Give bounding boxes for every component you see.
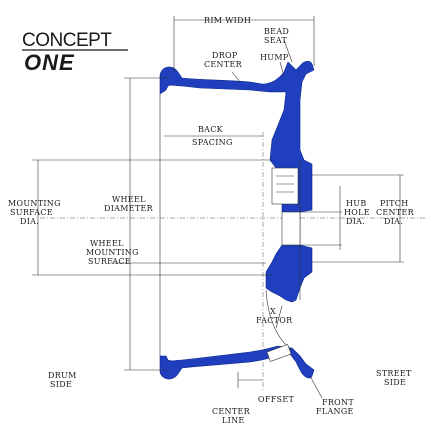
wheel-mounting-surface-label-3: SURFACE bbox=[88, 257, 131, 266]
hub-lower bbox=[265, 244, 313, 303]
hub-hole-dia-label-3: DIA. bbox=[346, 217, 365, 226]
hub-hole-dia-label-1: HUB bbox=[346, 199, 367, 208]
drum-side-label-1: DRUM bbox=[48, 371, 77, 380]
logo-line1: CONCEPT bbox=[22, 30, 112, 51]
wheel-mounting-surface-label-1: WHEEL bbox=[90, 239, 124, 248]
drop-center-label-1: DROP bbox=[212, 51, 238, 60]
back-spacing-label-1: BACK bbox=[198, 125, 224, 134]
inboard-flange-top bbox=[159, 60, 315, 213]
hump-leader bbox=[279, 61, 285, 77]
front-flange-label-1: FRONT bbox=[322, 398, 354, 407]
pitch-center-dia-label-3: DIA. bbox=[384, 217, 403, 226]
hump-label: HUMP bbox=[260, 53, 289, 62]
mounting-surface-dia-label-3: DIA. bbox=[20, 217, 39, 226]
logo-line2: ONE bbox=[24, 50, 75, 75]
bead-seat-leader bbox=[283, 39, 293, 63]
front-flange-label-2: FLANGE bbox=[316, 407, 354, 416]
wheel-diameter-label-1: WHEEL bbox=[112, 195, 146, 204]
offset-label: OFFSET bbox=[258, 395, 294, 404]
pitch-center-dia-label-2: CENTER bbox=[376, 208, 415, 217]
back-spacing-label-2: SPACING bbox=[192, 138, 233, 147]
pitch-center-dia-label-1: PITCH bbox=[380, 199, 408, 208]
bead-seat-label-1: BEAD bbox=[264, 27, 289, 36]
rim-width-label: RIM WIDH bbox=[204, 16, 251, 25]
wheel-diameter-label-2: DIAMETER bbox=[104, 204, 154, 213]
stud-bore-top bbox=[271, 167, 299, 205]
x-factor-leader bbox=[275, 305, 283, 329]
center-line-label-1: CENTER bbox=[212, 407, 251, 416]
street-side-label-2: SIDE bbox=[384, 378, 406, 387]
x-factor-label-1: X bbox=[270, 307, 276, 316]
concept-one-logo: CONCEPT ONE bbox=[22, 30, 128, 75]
mounting-surface-dia-label-1: MOUNTING bbox=[8, 199, 61, 208]
hub-hole bbox=[281, 211, 301, 246]
drop-center-leader bbox=[231, 71, 241, 83]
bead-seat-label-2: SEAT bbox=[264, 36, 288, 45]
center-line-label-2: LINE bbox=[222, 416, 245, 425]
street-side-label-1: STREET bbox=[376, 369, 412, 378]
hub-hole-dia-label-2: HOLE bbox=[344, 208, 370, 217]
x-factor-label-2: FACTOR bbox=[256, 316, 293, 325]
drum-side-label-2: SIDE bbox=[50, 380, 72, 389]
front-flange-leader bbox=[309, 375, 323, 399]
inboard-flange-bottom bbox=[159, 345, 315, 380]
valve-stem bbox=[266, 344, 292, 362]
mounting-surface-dia-label-2: SURFACE bbox=[10, 208, 53, 217]
drop-center-label-2: CENTER bbox=[204, 60, 243, 69]
wheel-mounting-surface-label-2: MOUNTING bbox=[86, 248, 139, 257]
